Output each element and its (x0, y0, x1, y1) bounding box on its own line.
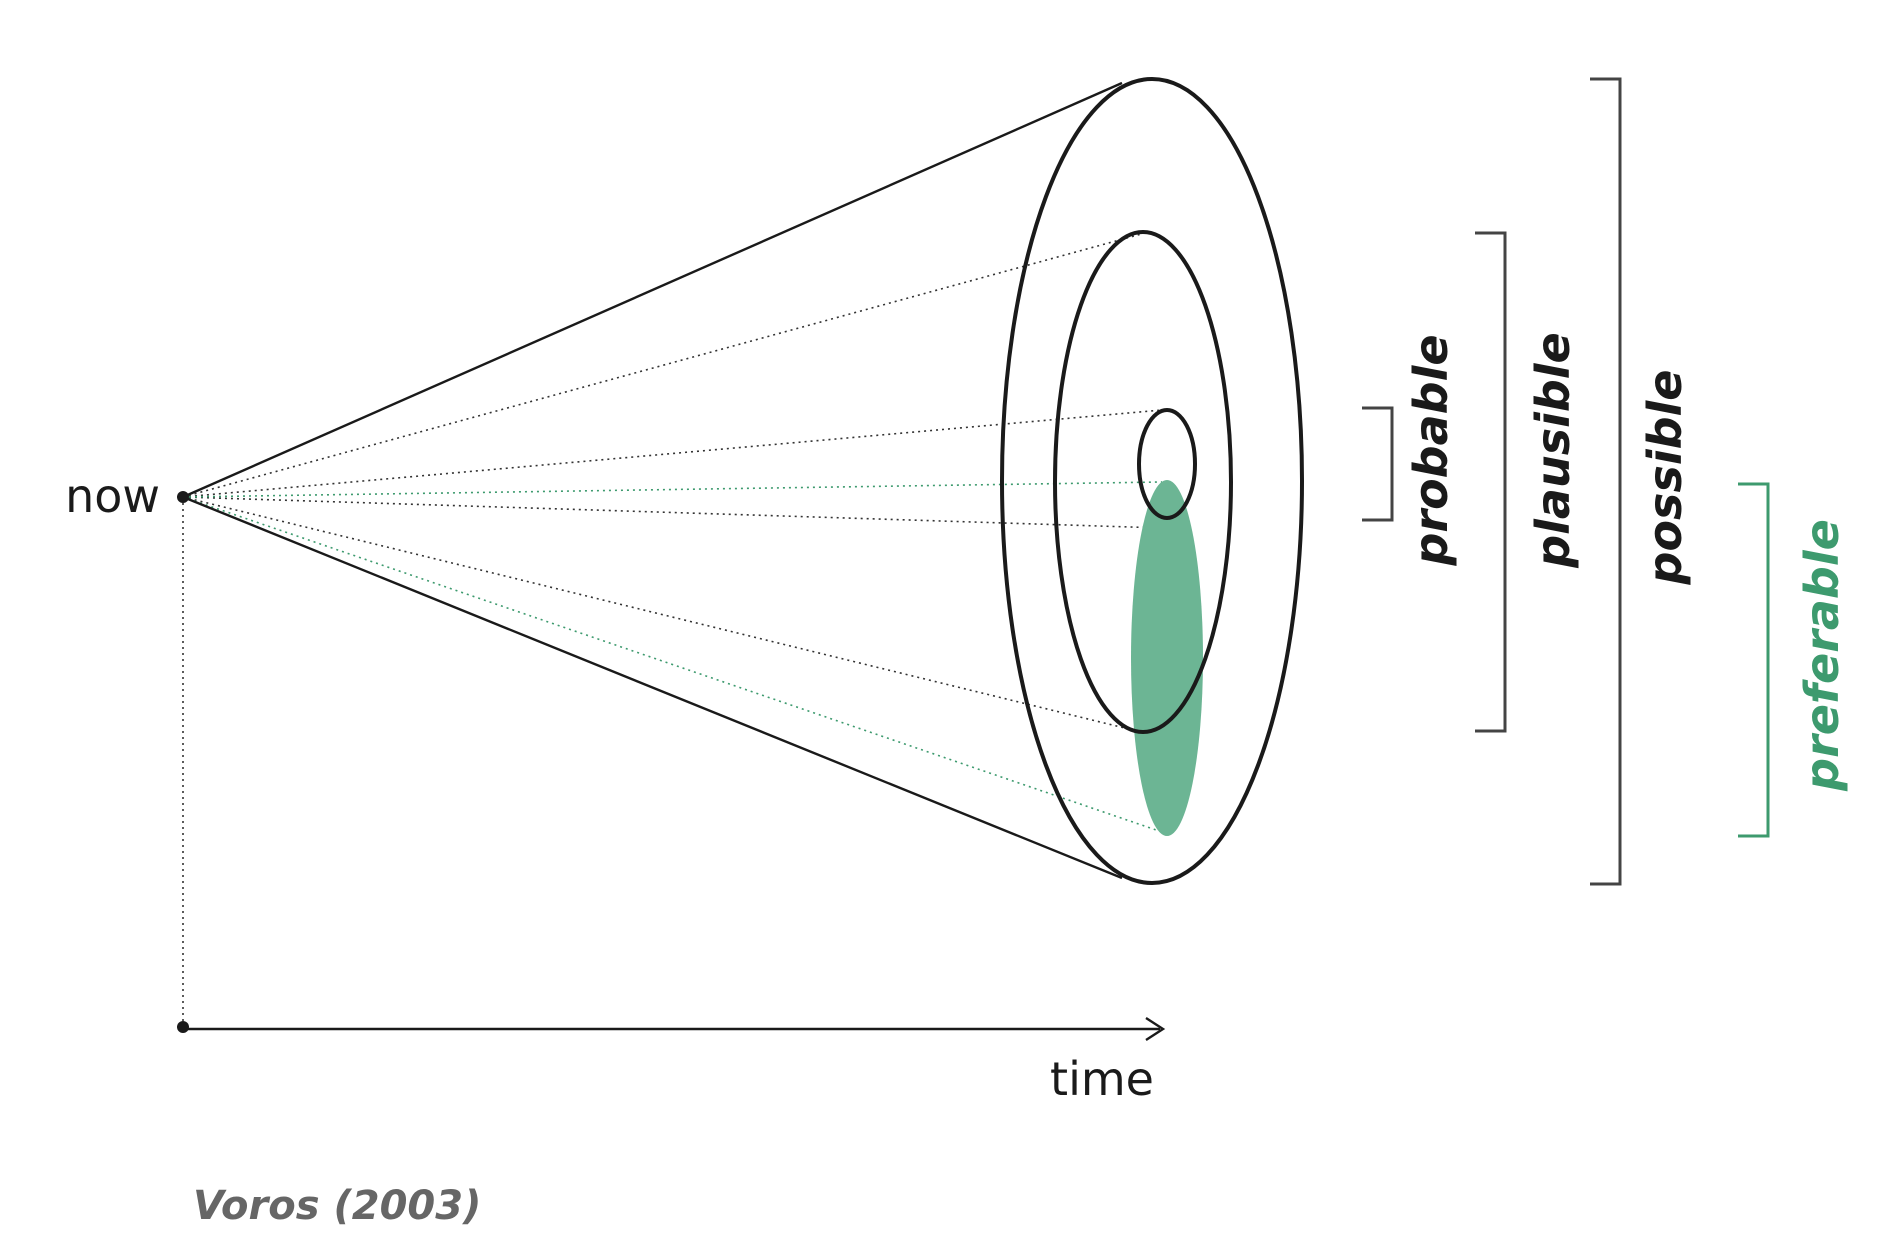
now-label: now (65, 469, 160, 523)
time-axis-arrowhead (1145, 1016, 1166, 1042)
plausible-ellipse (1053, 230, 1233, 734)
preferable-label: preferable (1795, 519, 1849, 792)
probable-bracket (1362, 406, 1394, 522)
time-axis-origin (177, 1021, 189, 1033)
preferable-region (1131, 480, 1203, 836)
plausible-bottom-projection (182, 496, 1146, 734)
preferable-top-projection (182, 481, 1163, 498)
futures-ellipses (1000, 77, 1304, 885)
now-point (177, 491, 189, 503)
time-axis: time (177, 1016, 1166, 1106)
citation-label: Voros (2003) (193, 1183, 481, 1229)
probable-ellipse (1137, 408, 1197, 520)
probable-top-projection (182, 409, 1163, 498)
possible-bracket (1590, 77, 1622, 886)
category-brackets (1362, 77, 1770, 886)
time-label: time (1050, 1052, 1154, 1106)
possible-label: possible (1638, 370, 1692, 586)
preferable-bracket (1738, 482, 1770, 838)
preferable-bottom-projection (182, 496, 1163, 833)
projection-lines (182, 232, 1163, 1025)
probable-bottom-projection (182, 496, 1163, 529)
plausible-label: plausible (1526, 332, 1580, 569)
cone-bottom-edge (182, 495, 1123, 880)
plausible-top-projection (182, 232, 1146, 498)
possible-ellipse (1000, 77, 1304, 885)
plausible-bracket (1475, 231, 1507, 733)
cone-edges (182, 81, 1123, 880)
cone-top-edge (182, 81, 1123, 499)
probable-label: probable (1404, 334, 1458, 566)
